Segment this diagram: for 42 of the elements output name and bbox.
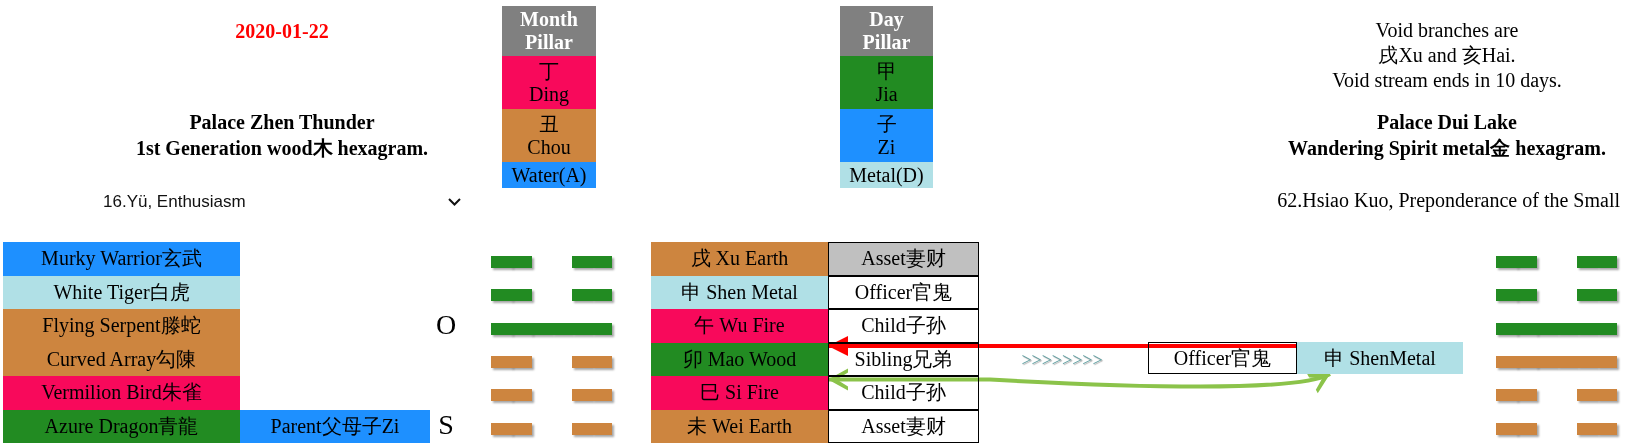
relation-cell: Asset妻财 xyxy=(828,409,979,443)
double-headed-arrow xyxy=(828,368,1331,394)
spirit-cell: Flying Serpent滕蛇 xyxy=(3,309,240,343)
hexagram-heading: 1st Generation wood木 hexagram. xyxy=(135,136,429,161)
hexagram-name: 62.Hsiao Kuo, Preponderance of the Small xyxy=(1277,188,1620,213)
relation-cell: Child子孙 xyxy=(828,309,979,343)
relation-cell: Parent父母子Zi xyxy=(240,409,430,443)
spirit-cell: Curved Array勾陳 xyxy=(3,342,240,376)
note-text: Void stream ends in 10 days. xyxy=(1332,68,1562,93)
pillar-cell: 子 Zi xyxy=(840,109,933,162)
branch-cell: 巳 Si Fire xyxy=(651,376,828,410)
marker-letter: O xyxy=(435,309,457,341)
pillar-cell: 丑 Chou xyxy=(502,109,596,162)
pillar-cell: Metal(D) xyxy=(840,162,933,188)
branch-cell: 午 Wu Fire xyxy=(651,309,828,343)
branch-cell: 未 Wei Earth xyxy=(651,409,828,443)
date-text: 2020-01-22 xyxy=(235,19,329,44)
palace-heading: Palace Zhen Thunder xyxy=(189,110,375,135)
relation-cell: Sibling兄弟 xyxy=(828,342,979,376)
palace-heading: Palace Dui Lake xyxy=(1377,110,1517,135)
hexagram-name: 16.Yü, Enthusiasm xyxy=(103,191,246,213)
chevron-text: >>>>>>>> xyxy=(1021,350,1103,370)
branch-cell: 申 ShenMetal xyxy=(1297,342,1463,374)
pillar-cell: 甲 Jia xyxy=(840,56,933,109)
branch-cell: 申 Shen Metal xyxy=(651,275,828,309)
spirit-cell: Azure Dragon青龍 xyxy=(3,409,240,443)
branch-cell: 卯 Mao Wood xyxy=(651,342,828,376)
relation-cell: Asset妻财 xyxy=(828,242,979,276)
branch-cell: 戌 Xu Earth xyxy=(651,242,828,276)
pillar-cell: Water(A) xyxy=(502,162,596,188)
spirit-cell: Murky Warrior玄武 xyxy=(3,242,240,276)
marker-letter: S xyxy=(438,409,454,441)
pillar-header-cell: Day Pillar xyxy=(840,6,933,56)
pillar-cell: 丁 Ding xyxy=(502,56,596,109)
spirit-cell: White Tiger白虎 xyxy=(3,275,240,309)
hexagram-heading: Wandering Spirit metal金 hexagram. xyxy=(1288,136,1606,161)
relation-cell: Officer官鬼 xyxy=(1148,342,1297,374)
relation-cell: Officer官鬼 xyxy=(828,275,979,309)
note-text: Void branches are 戌Xu and 亥Hai. xyxy=(1374,18,1520,68)
pillar-header-cell: Month Pillar xyxy=(502,6,596,56)
spirit-cell: Vermilion Bird朱雀 xyxy=(3,376,240,410)
relation-cell: Child子孙 xyxy=(828,376,979,410)
